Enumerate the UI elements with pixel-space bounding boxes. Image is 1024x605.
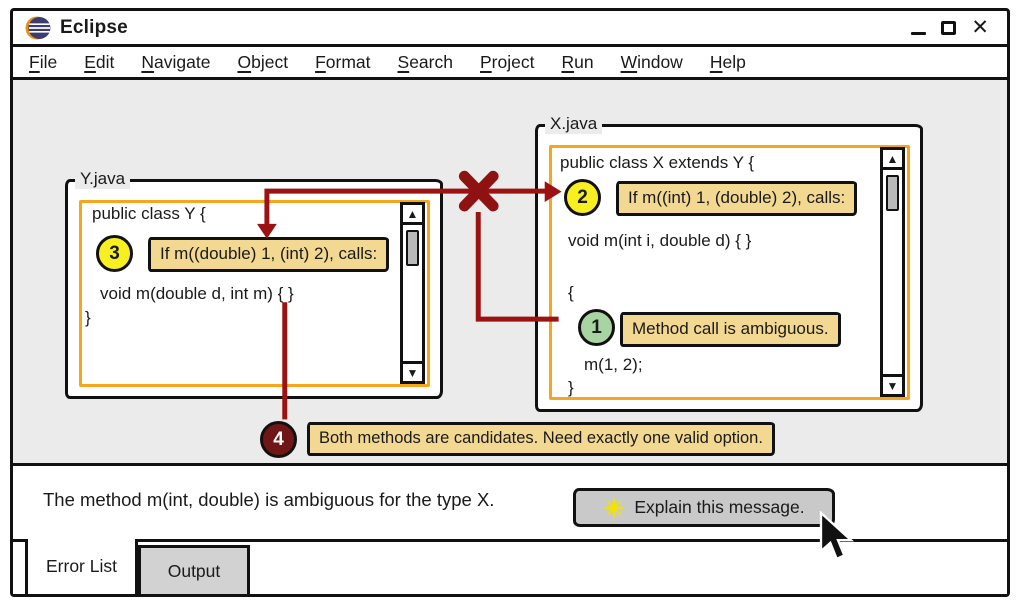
window-title: Eclipse <box>60 16 128 38</box>
annotation-2-text: If m((int) 1, (double) 2), calls: <box>616 181 858 216</box>
editor-y-java: Y.java public class Y { 3 If m((double) … <box>65 169 443 399</box>
annotation-3-text: If m((double) 1, (int) 2), calls: <box>148 237 390 272</box>
explain-button-label: Explain this message. <box>634 497 805 517</box>
code-line: { <box>568 283 574 302</box>
annotation-circle-1: 1 <box>578 309 615 346</box>
editor-x-java: X.java public class X extends Y { 2 If m… <box>535 114 923 412</box>
menu-search[interactable]: Search <box>397 51 453 72</box>
menu-help[interactable]: Help <box>709 51 746 72</box>
tab-output[interactable]: Output <box>138 545 250 594</box>
explain-message-button[interactable]: Explain this message. <box>573 488 835 527</box>
code-line: void m(int i, double d) { } <box>568 231 752 250</box>
scrollbar-thumb[interactable] <box>886 175 899 211</box>
scroll-down-icon[interactable]: ▼ <box>880 374 905 397</box>
annotation-1-text: Method call is ambiguous. <box>620 312 841 347</box>
minimize-button[interactable] <box>911 32 927 35</box>
scrollbar-x[interactable]: ▲ ▼ <box>880 147 905 397</box>
annotation-circle-2: 2 <box>564 179 601 216</box>
editor-y-content-frame <box>79 200 430 387</box>
close-button[interactable]: ✕ <box>971 16 989 39</box>
code-line: } <box>568 378 574 397</box>
scrollbar-y[interactable]: ▲ ▼ <box>400 202 425 384</box>
code-line: public class X extends Y { <box>560 153 755 172</box>
menu-project[interactable]: Project <box>479 51 535 72</box>
menu-edit[interactable]: Edit <box>84 51 115 72</box>
annotation-circle-4: 4 <box>260 421 297 458</box>
menu-file[interactable]: File <box>29 51 58 72</box>
scroll-up-icon[interactable]: ▲ <box>880 147 905 170</box>
menu-object[interactable]: Object <box>237 51 289 72</box>
code-line: m(1, 2); <box>584 355 643 374</box>
sun-icon <box>603 496 626 519</box>
menu-navigate[interactable]: Navigate <box>141 51 211 72</box>
menu-format[interactable]: Format <box>315 51 371 72</box>
eclipse-logo-icon <box>25 15 51 41</box>
editor-y-title: Y.java <box>75 169 131 189</box>
scroll-up-icon[interactable]: ▲ <box>400 202 425 225</box>
eclipse-window: Eclipse ✕ File Edit Navigate Object Form… <box>10 8 1010 597</box>
error-message-panel: The method m(int, double) is ambiguous f… <box>13 466 1007 539</box>
annotation-circle-3: 3 <box>96 235 133 272</box>
code-line: } <box>85 308 91 327</box>
mouse-cursor-icon <box>816 510 856 568</box>
error-message: The method m(int, double) is ambiguous f… <box>43 489 495 510</box>
tab-error-list[interactable]: Error List <box>25 539 138 594</box>
menu-run[interactable]: Run <box>561 51 594 72</box>
title-bar: Eclipse ✕ <box>13 11 1007 47</box>
code-line: public class Y { <box>92 204 206 223</box>
menu-bar: File Edit Navigate Object Format Search … <box>13 47 1007 80</box>
editor-x-title: X.java <box>545 114 603 134</box>
scrollbar-thumb[interactable] <box>406 230 419 266</box>
code-line: void m(double d, int m) { } <box>100 284 294 303</box>
bottom-tab-strip: Error List Output <box>13 539 1007 594</box>
diagram-canvas: Y.java public class Y { 3 If m((double) … <box>13 80 1007 466</box>
maximize-button[interactable] <box>941 20 957 35</box>
annotation-4-text: Both methods are candidates. Need exactl… <box>307 422 775 456</box>
menu-window[interactable]: Window <box>620 51 683 72</box>
cross-out-icon <box>458 170 499 212</box>
window-controls: ✕ <box>911 17 995 38</box>
scroll-down-icon[interactable]: ▼ <box>400 361 425 384</box>
